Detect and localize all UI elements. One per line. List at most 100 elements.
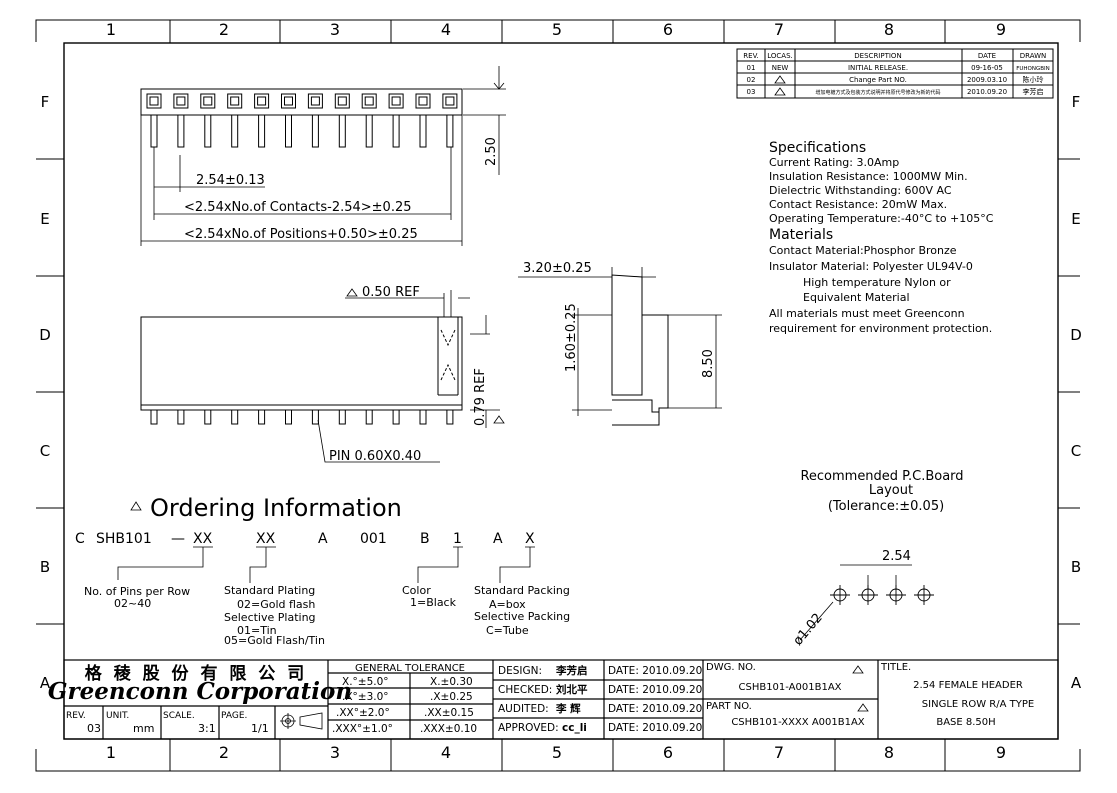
drawing-text: 增加电镀方式及包装方式说明并将原代号修改为新的代码 [815, 89, 940, 96]
contact-cavity-inner [149, 96, 159, 106]
rev-header-rev: REV. [743, 52, 758, 60]
drawing-text: SCALE. [163, 711, 195, 721]
ordering-block: Ordering Information C SHB101 — XX XX A … [75, 494, 570, 647]
dim-side-160: 1.60±0.25 [564, 303, 579, 372]
drawing-text: 陈小玲 [1023, 75, 1044, 84]
side-view-dimensions [518, 267, 722, 416]
contact-pin [338, 115, 346, 148]
contact-pin [204, 115, 212, 148]
contact-cavity [415, 93, 431, 109]
drawing-text: 李芳启 [1023, 87, 1044, 96]
contact-pin [311, 115, 319, 148]
pcb-hole-centerline [830, 585, 850, 605]
contact-pin [285, 115, 292, 148]
contact-pin [446, 115, 454, 148]
drawing-text: PART NO. [706, 701, 752, 712]
side-view-connector [611, 274, 669, 426]
pcb-layout-block: Recommended P.C.Board Layout (Tolerance:… [791, 469, 964, 649]
grid-row-label: F [1072, 93, 1081, 111]
contact-pin [285, 409, 292, 425]
drawing-text: 02~40 [114, 597, 151, 610]
drawing-text: Standard Packing [474, 584, 570, 597]
grid-row-label: C [40, 442, 50, 460]
contact-pin [150, 409, 158, 425]
rev-header-date: DATE [978, 52, 996, 60]
dim-positions: <2.54xNo.of Positions+0.50>±0.25 [184, 227, 418, 242]
front-view-connector [140, 316, 463, 425]
grid-col-label: 3 [330, 20, 340, 39]
grid-row-label: A [1071, 674, 1082, 692]
dim-contacts: <2.54xNo.of Contacts-2.54>±0.25 [184, 200, 412, 215]
dwg-number: CSHB101-A001B1AX [738, 682, 841, 693]
drawing-text: Standard Plating [224, 584, 315, 597]
contact-cavity [442, 93, 458, 109]
contact-pin [365, 115, 373, 148]
drawing-text: Layout [869, 483, 913, 498]
grid-col-label: 2 [219, 743, 229, 762]
contact-cavity [307, 93, 323, 109]
drawing-text: SHB101 [96, 531, 152, 547]
drawing-text: .XX±0.15 [424, 707, 474, 719]
drawing-text: 刘北平 [556, 683, 588, 696]
grid-row-label: C [1071, 442, 1081, 460]
page-value: 1/1 [251, 722, 269, 735]
contact-cavity-inner [445, 96, 455, 106]
drawing-text: A=box [489, 598, 526, 611]
grid-row-label: D [39, 326, 51, 344]
drawing-text: DWG. NO. [706, 662, 756, 673]
grid-row-label: E [1071, 210, 1080, 228]
drawing-text: TITLE. [880, 662, 911, 673]
drawing-text: Current Rating: 3.0Amp [769, 156, 899, 169]
drawing-text: UNIT. [106, 711, 129, 721]
company-cn: 格 稜 股 份 有 限 公 司 [85, 663, 307, 684]
grid-col-label: 8 [884, 20, 894, 39]
drawing-text: DATE: 2010.09.20 [608, 722, 702, 734]
specifications-block: Specifications Current Rating: 3.0Amp In… [769, 140, 994, 335]
drawing-text: XX [193, 531, 213, 547]
dim-height-top: 2.50 [484, 137, 499, 166]
unit-value: mm [133, 722, 154, 735]
drawing-text: 李 辉 [555, 702, 581, 715]
drawing-text: Contact Material:Phosphor Bronze [769, 244, 957, 257]
grid-col-label: 5 [552, 743, 562, 762]
contact-cavity [254, 93, 270, 109]
title-line3: BASE 8.50H [936, 717, 995, 728]
drawing-text: Color [402, 584, 431, 597]
drawing-text: 05=Gold Flash/Tin [224, 634, 325, 647]
drawing-text: X [525, 531, 535, 547]
rev-header-drawn: DRAWN [1020, 52, 1047, 60]
drawing-text: Dielectric Withstanding: 600V AC [769, 184, 952, 197]
drawing-text: 02=Gold flash [237, 598, 315, 611]
drawing-text: 李芳启 [555, 664, 588, 677]
drawing-text: 001 [360, 531, 387, 547]
contact-pin [311, 409, 319, 425]
contact-cavity-inner [391, 96, 401, 106]
drawing-text: DATE: 2010.09.20 [608, 703, 702, 715]
grid-col-label: 6 [663, 743, 673, 762]
front-view-dimensions [317, 290, 500, 463]
contact-pin [231, 409, 239, 425]
dim-pin: PIN 0.60X0.40 [329, 449, 421, 464]
drawing-text: NEW [772, 64, 789, 72]
drawing-text: 03 [747, 88, 756, 96]
drawing-text: Selective Packing [474, 610, 570, 623]
contact-cavity [200, 93, 216, 109]
grid-col-label: 4 [441, 743, 451, 762]
grid-col-label: 6 [663, 20, 673, 39]
drawing-text: 1=Black [410, 596, 457, 609]
contact-pin [392, 409, 400, 425]
drawing-text: requirement for environment protection. [769, 322, 992, 335]
rev-header-loc: LOCAS. [767, 52, 793, 60]
contact-pin [419, 115, 427, 148]
revision-table-text: REV. LOCAS. DESCRIPTION DATE DRAWN 01 NE… [743, 52, 1049, 96]
drawing-text: .X°±3.0° [342, 691, 389, 703]
grid-col-label: 2 [219, 20, 229, 39]
rev-header-desc: DESCRIPTION [854, 52, 901, 60]
contact-cavity-inner [284, 96, 293, 106]
contact-pin [258, 409, 266, 425]
drawing-text: C [75, 531, 85, 547]
drawing-text: CHECKED: [498, 684, 552, 696]
top-view-dimensions [140, 66, 506, 246]
